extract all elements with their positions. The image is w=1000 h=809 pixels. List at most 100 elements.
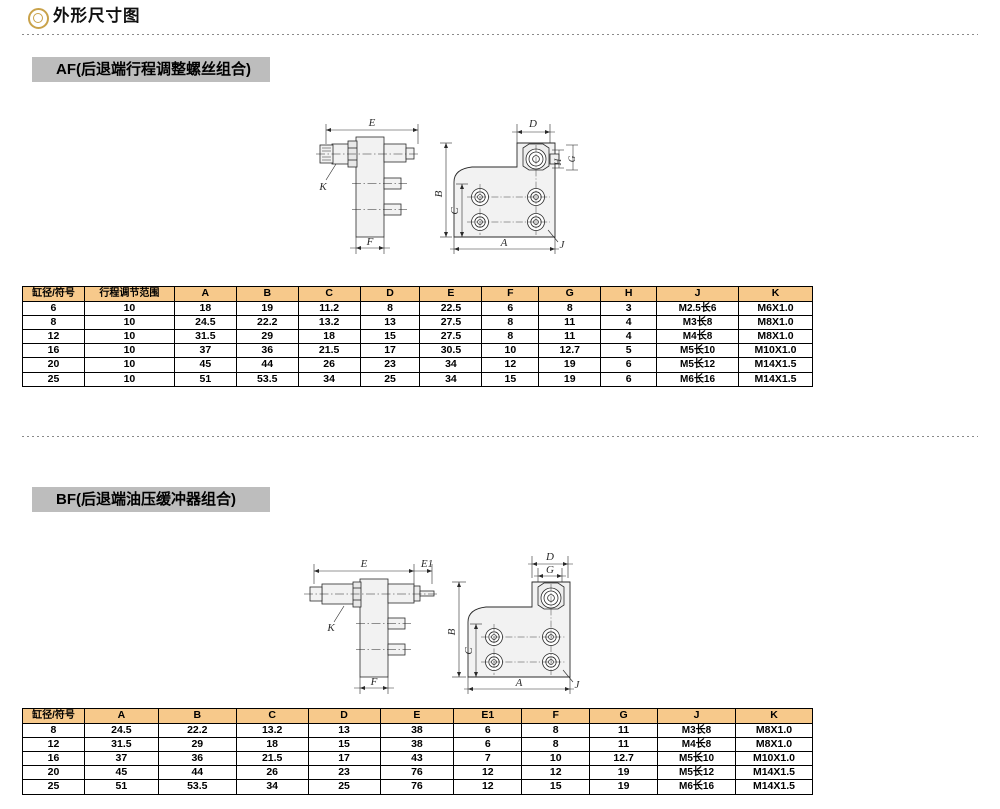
cell-f: 8 xyxy=(521,722,591,738)
cell-bore: 25 xyxy=(22,779,85,795)
cell-c: 13.2 xyxy=(235,722,309,738)
cell-f: 12 xyxy=(521,765,591,781)
cell-b: 53.5 xyxy=(235,371,299,387)
cell-e: 38 xyxy=(379,722,455,738)
col-header-c: C xyxy=(297,286,361,302)
col-header-b: B xyxy=(157,708,237,724)
cell-k: M10X1.0 xyxy=(737,343,814,359)
cell-j: M5长10 xyxy=(657,750,736,767)
cell-a: 37 xyxy=(173,343,237,359)
cell-bore: 16 xyxy=(22,343,85,359)
cell-g: 19 xyxy=(589,779,659,795)
cell-e: 27.5 xyxy=(419,328,483,345)
page-title: 外形尺寸图 xyxy=(28,8,141,29)
table-row: 16 10 37 36 21.5 17 30.5 10 12.7 5 M5长10… xyxy=(22,343,814,359)
section-banner-bf-label: BF(后退端油压缓冲器组合) xyxy=(56,491,236,508)
cell-b: 22.2 xyxy=(235,314,299,330)
cell-g: 19 xyxy=(589,765,659,781)
cell-d: 15 xyxy=(307,736,381,752)
cell-j: M6长16 xyxy=(656,371,739,387)
section-banner-bf: BF(后退端油压缓冲器组合) xyxy=(32,487,270,512)
col-header-b: B xyxy=(235,286,299,302)
cell-j: M5长12 xyxy=(656,357,739,373)
col-header-j: J xyxy=(656,286,739,302)
section-banner-af: AF(后退端行程调整螺丝组合) xyxy=(32,57,270,82)
cell-e: 34 xyxy=(419,357,483,373)
cell-k: M8X1.0 xyxy=(737,328,814,345)
cell-a: 45 xyxy=(173,357,237,373)
cell-e1: 12 xyxy=(453,765,523,781)
table-row: 6 10 18 19 11.2 8 22.5 6 8 3 M2.5长6 M6X1… xyxy=(22,300,814,316)
col-header-stroke: 行程调节范围 xyxy=(83,286,175,302)
cell-h: 3 xyxy=(600,300,658,316)
cell-b: 44 xyxy=(157,765,237,781)
cell-h: 6 xyxy=(600,371,658,387)
cell-stroke: 10 xyxy=(83,357,175,373)
cell-a: 24.5 xyxy=(173,314,237,330)
cell-a: 45 xyxy=(83,765,159,781)
cell-g: 11 xyxy=(538,328,602,345)
svg-text:E1: E1 xyxy=(420,558,433,570)
cell-j: M5长10 xyxy=(656,343,739,359)
cell-b: 44 xyxy=(235,357,299,373)
cell-b: 36 xyxy=(235,343,299,359)
cell-g: 11 xyxy=(538,314,602,330)
cell-g: 19 xyxy=(538,371,602,387)
cell-g: 8 xyxy=(538,300,602,316)
col-header-k: K xyxy=(737,286,814,302)
cell-a: 31.5 xyxy=(173,328,237,345)
cell-e1: 12 xyxy=(453,779,523,795)
cell-stroke: 10 xyxy=(83,371,175,387)
cell-h: 5 xyxy=(600,343,658,359)
cell-a: 51 xyxy=(83,779,159,795)
col-header-g: G xyxy=(589,708,659,724)
col-header-k: K xyxy=(734,708,814,724)
cell-stroke: 10 xyxy=(83,314,175,330)
cell-c: 18 xyxy=(297,328,361,345)
col-header-e: E xyxy=(419,286,483,302)
svg-text:D: D xyxy=(528,118,537,130)
cell-d: 15 xyxy=(359,328,421,345)
table-row: 25 51 53.5 34 25 76 12 15 19 M6长16 M14X1… xyxy=(22,779,814,795)
cell-k: M14X1.5 xyxy=(734,765,814,781)
col-header-e: E xyxy=(379,708,455,724)
cell-e: 22.5 xyxy=(419,300,483,316)
bf-dimension-table: 缸径/符号 A B C D E E1 F G J K 8 24.5 22.2 1… xyxy=(22,708,814,795)
cell-k: M6X1.0 xyxy=(737,300,814,316)
col-header-a: A xyxy=(173,286,237,302)
cell-h: 4 xyxy=(600,328,658,345)
cell-c: 26 xyxy=(297,357,361,373)
cell-a: 51 xyxy=(173,371,237,387)
col-header-j: J xyxy=(657,708,736,724)
drawing-af: E xyxy=(312,112,612,262)
cell-e: 76 xyxy=(379,779,455,795)
table-row: 8 24.5 22.2 13.2 13 38 6 8 11 M3长8 M8X1.… xyxy=(22,722,814,738)
table-row: 16 37 36 21.5 17 43 7 10 12.7 M5长10 M10X… xyxy=(22,750,814,767)
cell-f: 8 xyxy=(481,328,540,345)
cell-g: 12.7 xyxy=(538,343,602,359)
svg-text:B: B xyxy=(446,628,458,635)
cell-j: M4长8 xyxy=(656,328,739,345)
cell-bore: 16 xyxy=(22,750,85,767)
section-banner-af-label: AF(后退端行程调整螺丝组合) xyxy=(56,61,251,78)
cell-bore: 25 xyxy=(22,371,85,387)
cell-a: 18 xyxy=(173,300,237,316)
cell-c: 34 xyxy=(235,779,309,795)
cell-stroke: 10 xyxy=(83,343,175,359)
cell-e1: 6 xyxy=(453,736,523,752)
cell-c: 21.5 xyxy=(235,750,309,767)
cell-d: 17 xyxy=(307,750,381,767)
cell-bore: 8 xyxy=(22,314,85,330)
svg-text:J: J xyxy=(560,239,566,251)
svg-text:K: K xyxy=(326,622,335,634)
svg-text:D: D xyxy=(545,552,554,563)
col-header-d: D xyxy=(359,286,421,302)
cell-bore: 8 xyxy=(22,722,85,738)
svg-text:J: J xyxy=(575,679,581,691)
cell-c: 26 xyxy=(235,765,309,781)
cell-c: 34 xyxy=(297,371,361,387)
cell-f: 12 xyxy=(481,357,540,373)
svg-text:E: E xyxy=(368,117,376,129)
cell-g: 11 xyxy=(589,736,659,752)
